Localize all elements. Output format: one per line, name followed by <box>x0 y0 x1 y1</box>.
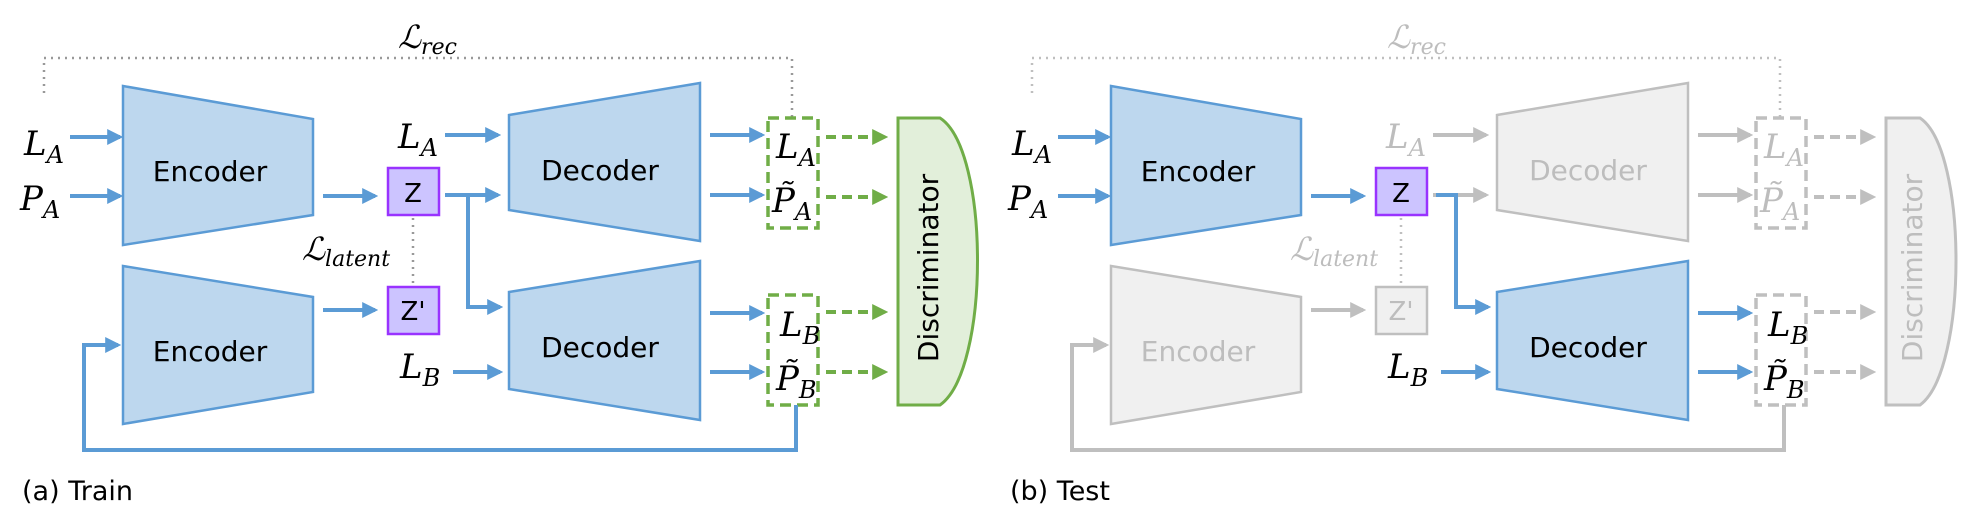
l-latent-label-test: ℒlatent <box>1290 230 1378 272</box>
z-prime-label: Z' <box>401 297 426 327</box>
input-la: LA <box>23 124 64 169</box>
decoder-input-lb-test: LB <box>1387 347 1428 392</box>
output-box-b-test <box>1754 293 1808 407</box>
output-box-a-test <box>1754 116 1808 230</box>
z-prime-box <box>386 285 441 336</box>
input-pa-test: PA <box>1007 179 1048 224</box>
decoder-input-la: LA <box>397 117 438 162</box>
decoder-bottom <box>507 259 702 422</box>
decoder-input-lb: LB <box>399 347 440 392</box>
z-box <box>386 166 441 217</box>
decoder-bottom-test-label: Decoder <box>1529 331 1647 364</box>
discriminator <box>896 116 979 407</box>
output-lb: LB <box>779 305 820 350</box>
feedback-loop-train <box>82 337 798 452</box>
l-rec-label-test: ℒrec <box>1387 18 1446 60</box>
caption-test: (b) Test <box>1010 476 1110 507</box>
output-pb-tilde: P̃B <box>775 359 817 404</box>
encoder-top-test-label: Encoder <box>1141 155 1256 188</box>
decoder-top-label: Decoder <box>541 154 659 187</box>
decoder-top-test <box>1495 81 1690 243</box>
discriminator-label: Discriminator <box>912 173 945 362</box>
output-lb-test: LB <box>1767 305 1808 350</box>
decoder-bottom-test <box>1495 259 1690 422</box>
encoder-top-label: Encoder <box>153 155 268 188</box>
decoder-input-la-test: LA <box>1385 117 1426 162</box>
z-label: Z <box>404 179 422 209</box>
decoder-bottom-label: Decoder <box>541 331 659 364</box>
l-rec-dotted-line <box>42 56 794 118</box>
output-pb-tilde-test: P̃B <box>1763 359 1805 404</box>
l-latent-label: ℒlatent <box>302 230 390 272</box>
input-pa: PA <box>19 179 60 224</box>
l-rec-dotted-line-test <box>1030 56 1782 118</box>
output-pa-tilde-test: P̃A <box>1759 181 1800 226</box>
encoder-bottom-test-label: Encoder <box>1141 335 1256 368</box>
output-la-test: LA <box>1763 127 1804 172</box>
decoder-top <box>507 81 702 243</box>
output-box-a <box>766 116 820 230</box>
input-la-test: LA <box>1011 124 1052 169</box>
z-box-test <box>1374 166 1429 217</box>
encoder-bottom <box>121 264 315 426</box>
z-prime-box-test <box>1374 285 1429 336</box>
l-rec-label: ℒrec <box>398 18 457 60</box>
discriminator-test-label: Discriminator <box>1896 173 1929 362</box>
encoder-bottom-label: Encoder <box>153 335 268 368</box>
feedback-loop-test <box>1070 337 1786 452</box>
output-pa-tilde: P̃A <box>771 181 812 226</box>
panel-train: ℒrec LA PA Encoder Z LA Decoder ℒlatent … <box>19 18 979 507</box>
z-prime-label-test: Z' <box>1389 297 1414 327</box>
caption-train: (a) Train <box>22 476 133 507</box>
panel-test: ℒrec LA PA Encoder Z LA Decoder ℒlatent … <box>1007 18 1958 507</box>
encoder-top <box>121 84 315 247</box>
output-la: LA <box>775 127 816 172</box>
z-label-test: Z <box>1392 179 1410 209</box>
discriminator-test <box>1884 116 1958 407</box>
encoder-bottom-test <box>1109 264 1303 426</box>
output-box-b <box>766 293 820 407</box>
encoder-top-test <box>1109 84 1303 247</box>
decoder-top-test-label: Decoder <box>1529 154 1647 187</box>
